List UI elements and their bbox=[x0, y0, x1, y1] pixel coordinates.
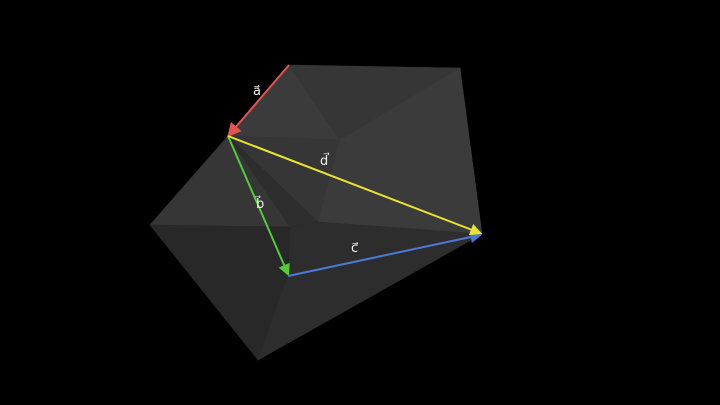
vector-b-label: b⃗ bbox=[254, 196, 264, 212]
vector-b-arrow bbox=[227, 135, 290, 277]
vector-labels: a⃗ b⃗ c⃗ d⃗ bbox=[253, 84, 359, 256]
vector-d-arrow bbox=[227, 135, 483, 236]
vector-a-arrow bbox=[227, 64, 290, 138]
vector-d-label: d⃗ bbox=[320, 153, 330, 169]
vector-c-arrow bbox=[287, 231, 483, 277]
polyhedron bbox=[149, 64, 484, 361]
vector-c-label: c⃗ bbox=[351, 241, 359, 256]
vectors bbox=[227, 64, 483, 277]
vector-a-label: a⃗ bbox=[253, 84, 261, 99]
